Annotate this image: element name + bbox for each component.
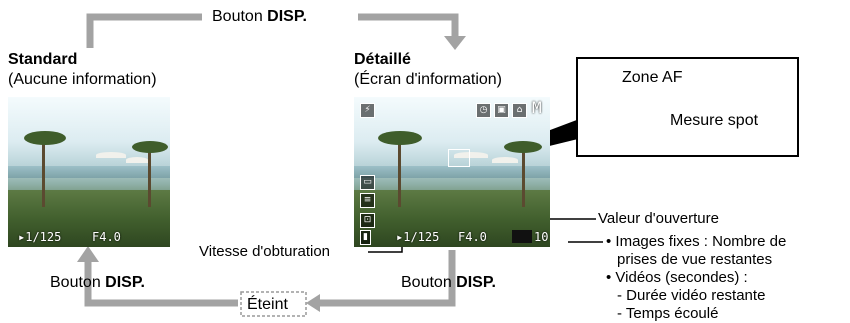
left-disp-button-label: Bouton DISP. — [50, 274, 145, 291]
video-label: • Vidéos (secondes) : — [606, 269, 748, 286]
top-cycle-arrow — [86, 13, 459, 48]
zoom-popup — [576, 57, 799, 157]
af-frame-indicator — [448, 149, 470, 167]
bottom-left-arrow-head — [77, 246, 99, 262]
self-timer-icon: ◷ — [476, 103, 491, 118]
standard-screen: ▸1/125 F4.0 — [8, 97, 170, 247]
off-state-label: Éteint — [247, 296, 288, 313]
detailed-subtitle: (Écran d'information) — [354, 71, 502, 88]
shutter-speed-label: Vitesse d'obturation — [199, 243, 331, 260]
white-balance-icon: ⌂ — [512, 103, 527, 118]
aperture-label: Valeur d'ouverture — [598, 210, 719, 227]
still-images-line-2: prises de vue restantes — [617, 251, 773, 268]
bottom-cycle-arrow — [84, 250, 456, 307]
detailed-shutter-readout: ▸1/125 — [396, 230, 440, 244]
standard-shutter-readout: ▸1/125 — [18, 230, 62, 244]
detailed-title: Détaillé — [354, 51, 411, 68]
drive-mode-icon: ▣ — [494, 103, 509, 118]
still-images-line-1: • Images fixes : Nombre de — [606, 233, 787, 250]
bottom-mid-arrow-head — [306, 294, 320, 312]
shooting-mode-readout: M — [532, 98, 542, 117]
video-remaining-label: - Durée vidéo restante — [617, 287, 766, 304]
iso-icon: ≡ — [360, 193, 375, 208]
spot-metering-label: Mesure spot — [670, 112, 759, 129]
top-arrow-head — [444, 36, 466, 50]
video-elapsed-label: - Temps écoulé — [617, 305, 719, 322]
right-disp-button-label: Bouton DISP. — [401, 274, 496, 291]
detailed-screen: ⚡ ◷ ▣ ⌂ M ▭ ≡ ⊡ ▮ ▸1/125 F4.0 10 — [354, 97, 550, 247]
standard-aperture-readout: F4.0 — [92, 230, 121, 244]
battery-icon: ▮ — [360, 230, 371, 245]
off-state-box — [240, 291, 307, 317]
flash-off-icon: ⚡ — [360, 103, 375, 118]
detailed-aperture-readout: F4.0 — [458, 230, 487, 244]
standard-subtitle: (Aucune information) — [8, 71, 157, 88]
metering-icon: ▭ — [360, 175, 375, 190]
shots-remaining-readout: 10 — [534, 230, 549, 244]
top-disp-button-label: Bouton DISP. — [212, 8, 307, 25]
spot-metering-icon: ⊡ — [360, 213, 375, 228]
zone-af-label: Zone AF — [622, 69, 683, 86]
shots-remaining-bar — [512, 230, 532, 243]
standard-title: Standard — [8, 51, 78, 68]
